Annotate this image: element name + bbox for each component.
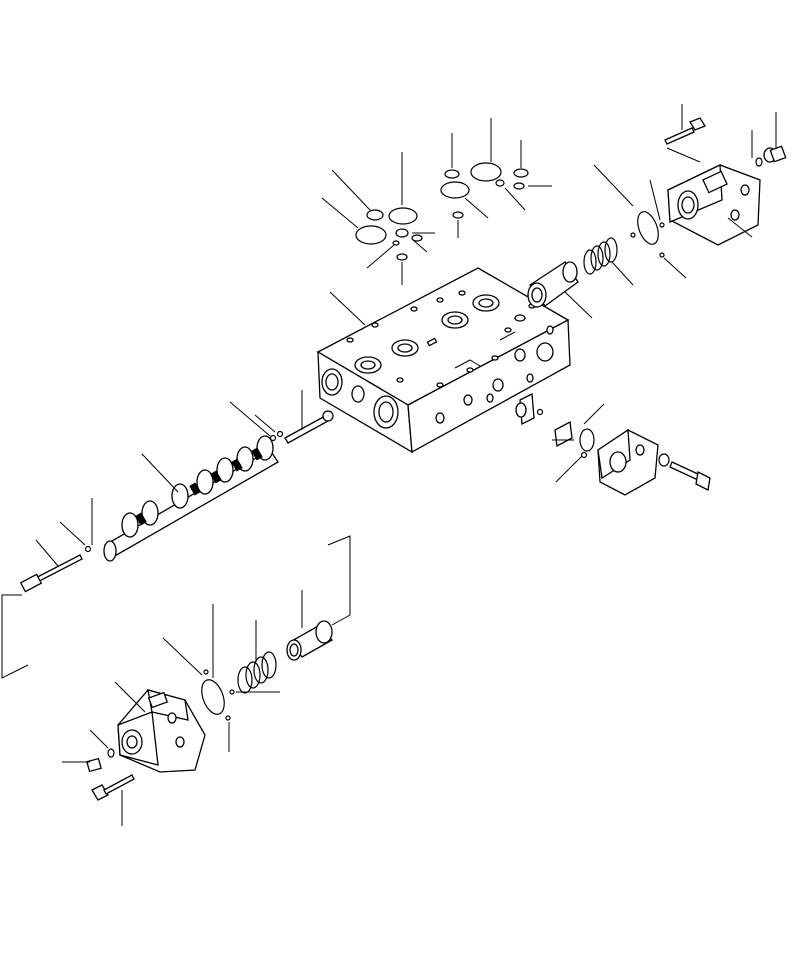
spring-set-lower: [237, 651, 277, 694]
bolt-right: [658, 453, 711, 491]
stopper-rod: [269, 410, 334, 444]
small-rings-right: [515, 392, 595, 459]
o-ring-large-lower: [201, 669, 235, 721]
o-ring-group-top-left: [355, 207, 423, 261]
valve-body: [316, 267, 571, 454]
retainer-lower: [286, 620, 333, 661]
plug-upper: [755, 145, 787, 167]
leader-lines: [1, 104, 777, 826]
pin-rod: [19, 545, 92, 593]
o-ring-large-upper: [630, 211, 665, 258]
cover-lower-left: [117, 689, 206, 773]
bolt-upper: [664, 117, 706, 145]
plug-lower: [86, 748, 115, 773]
spool: [103, 435, 279, 562]
retainer-upper: [527, 261, 579, 308]
o-ring-group-top-center: [440, 162, 529, 219]
cover-small-right: [597, 428, 659, 496]
bolt-lower: [91, 774, 135, 801]
spring-set-upper: [583, 237, 618, 275]
